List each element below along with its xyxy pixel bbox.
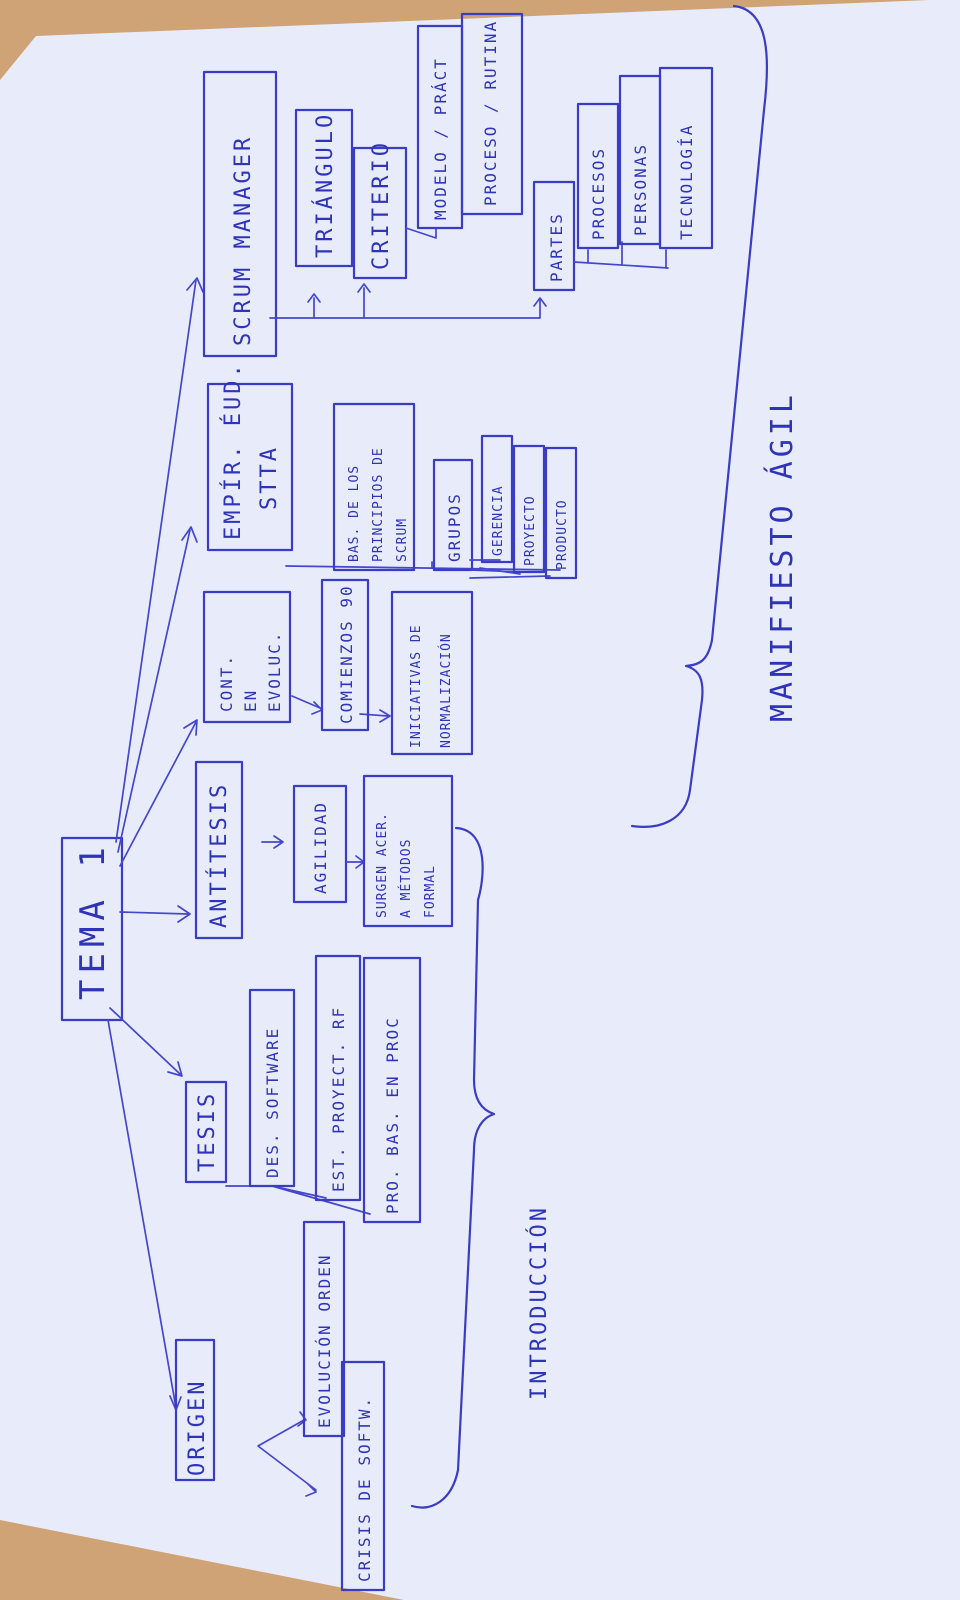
- comienzos-box: [320, 578, 370, 732]
- scrum-node: SCRUM MANAGER: [231, 135, 256, 346]
- introduccion-brace: [410, 826, 496, 1509]
- origen-fork: [257, 1419, 317, 1491]
- manifiesto-brace: [630, 4, 769, 828]
- empirico-line-2: STTA: [257, 445, 282, 510]
- surgen-line-3: FORMAL: [423, 865, 438, 918]
- surgen-box: [362, 774, 454, 928]
- triangulo-box: [294, 108, 354, 268]
- tecnologia-box: [658, 66, 714, 250]
- principios-line-1: BAS. DE LOS: [347, 465, 362, 562]
- criterio-box: [352, 146, 408, 280]
- criterio-link: [405, 227, 437, 239]
- principios-box: [332, 402, 416, 572]
- surgen-line-2: A MÉTODOS: [398, 839, 414, 918]
- cont-line-1: CONT.: [217, 654, 236, 712]
- tema-node-box: [60, 836, 124, 1022]
- agilidad-box: [292, 784, 348, 904]
- comienzos-node: COMIENZOS 90: [337, 584, 356, 724]
- proceso-node: PROCESO / RUTINA: [481, 20, 500, 206]
- iniciativas-box: [390, 590, 474, 756]
- tema-node: TEMA 1: [73, 841, 113, 1000]
- partes-links: [573, 241, 669, 269]
- tesis-box: [184, 1080, 228, 1184]
- procesos-box: [576, 102, 620, 250]
- partes-box: [532, 180, 576, 292]
- scrum-box: [202, 70, 278, 358]
- surgen-line-1: SURGEN ACER.: [375, 812, 390, 918]
- criterio-node: CRITERIO: [369, 140, 394, 270]
- cont-line-2: EN: [241, 689, 260, 712]
- evolucion-node: EVOLUCIÓN ORDEN: [315, 1254, 334, 1429]
- procesos-node: PROCESOS: [589, 147, 608, 240]
- personas-node: PERSONAS: [631, 143, 650, 236]
- partes-node: PARTES: [547, 212, 566, 282]
- producto-node: PRODUCTO: [555, 499, 570, 570]
- empirico-line-1: EMPÍR. ÉUD.: [220, 361, 246, 540]
- connector-arrows: [107, 277, 204, 1411]
- modelo-node: MODELO / PRÁCT: [431, 57, 450, 220]
- pro-bas-node: PRO. BAS. EN PROC: [383, 1016, 402, 1214]
- antitesis-arrow: [261, 835, 284, 849]
- principios-line-3: SCRUM: [395, 518, 410, 562]
- tecnologia-node: TECNOLOGÍA: [677, 124, 696, 240]
- origen-box: [174, 1338, 216, 1482]
- grupos-box: [432, 458, 474, 572]
- est-proyect-node: EST. PROYECT. RF: [329, 1006, 348, 1192]
- agilidad-node: AGILIDAD: [311, 801, 330, 894]
- cont-line-3: EVOLUC.: [265, 631, 284, 712]
- origen-node: ORIGEN: [185, 1379, 210, 1476]
- iniciativas-line-2: NORMALIZACIÓN: [438, 633, 454, 748]
- principios-line-2: PRINCIPIOS DE: [371, 447, 386, 562]
- cont-box: [202, 590, 292, 724]
- iniciativas-line-1: INICIATIVAS DE: [409, 624, 424, 748]
- triangulo-node: TRIÁNGULO: [312, 112, 338, 258]
- empirico-box: [206, 382, 294, 552]
- crisis-node: CRISIS DE SOFTW.: [355, 1396, 374, 1582]
- pro-bas-box: [362, 956, 422, 1224]
- antitesis-node: ANTÍTESIS: [206, 782, 232, 928]
- tesis-node: TESIS: [195, 1091, 220, 1172]
- scrum-links: [269, 287, 541, 319]
- evolucion-box: [302, 1220, 346, 1438]
- des-software-node: DES. SOFTWARE: [263, 1027, 282, 1178]
- crisis-box: [340, 1360, 386, 1592]
- des-software-box: [248, 988, 296, 1188]
- proyecto-node: PROYECTO: [523, 495, 538, 566]
- antitesis-box: [194, 760, 244, 940]
- proceso-box: [460, 12, 524, 216]
- introduccion-label: INTRODUCCIÓN: [526, 1205, 552, 1400]
- producto-box: [544, 446, 578, 580]
- grupos-node: GRUPOS: [445, 492, 464, 562]
- gerencia-node: GERENCIA: [491, 485, 506, 556]
- proyecto-box: [512, 444, 546, 574]
- est-proyect-box: [314, 954, 362, 1202]
- gerencia-box: [480, 434, 514, 564]
- manifiesto-label: MANIFIESTO ÁGIL: [764, 391, 800, 722]
